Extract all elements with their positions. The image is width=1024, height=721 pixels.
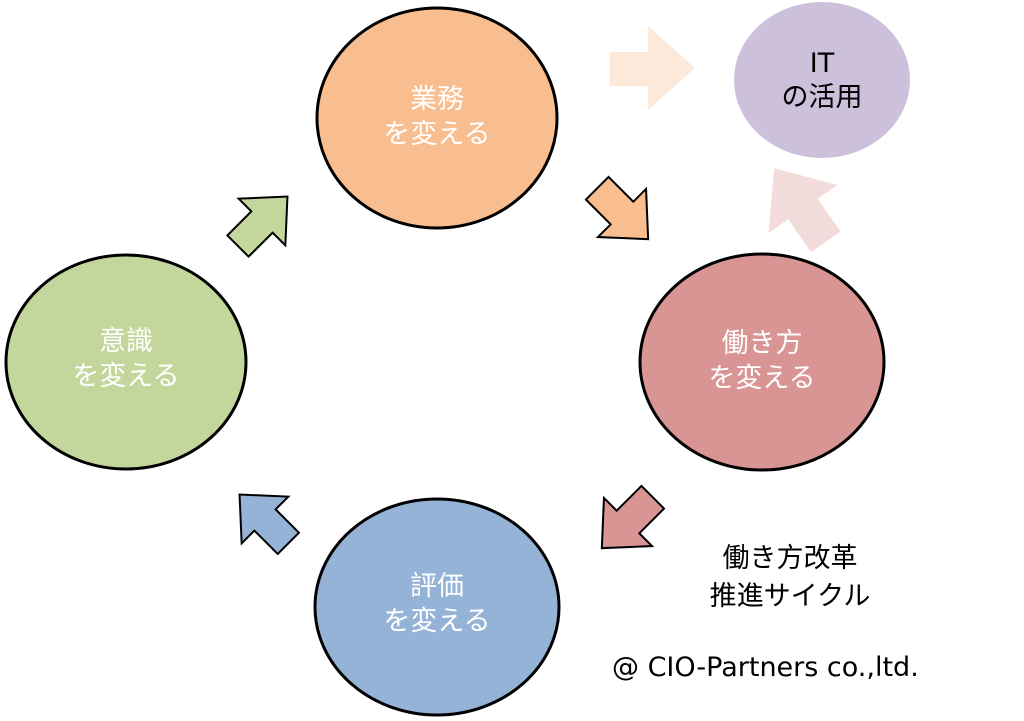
node-mind-label-1: 意識 [99, 326, 153, 357]
cycle-caption-line-1: 働き方改革 [722, 543, 858, 574]
copyright-text: @ CIO-Partners co.,ltd. [612, 652, 919, 683]
node-mind [4, 253, 248, 471]
node-work-label-1: 業務 [410, 84, 464, 115]
node-work [315, 6, 559, 230]
node-it [734, 2, 910, 158]
node-mind-label-2: を変える [72, 361, 179, 392]
node-eval [313, 497, 561, 717]
arrow-eval-to-mind [238, 493, 301, 556]
arrow-mind-to-work [225, 195, 289, 259]
arrow-style-to-eval [600, 484, 666, 550]
node-style [638, 252, 886, 472]
node-style-label-1: 働き方 [722, 328, 803, 359]
node-eval-label-1: 評価 [410, 571, 464, 602]
cycle-caption-line-2: 推進サイクル [709, 581, 871, 612]
node-it-label-1: IT [810, 48, 835, 79]
node-work-label-2: を変える [383, 119, 490, 150]
node-it-label-2: の活用 [782, 82, 863, 113]
cycle-caption: 働き方改革 推進サイクル [690, 540, 890, 616]
arrow-work-to-it [610, 26, 695, 110]
arrow-style-to-it [768, 168, 841, 253]
node-style-label-2: を変える [708, 363, 815, 394]
arrow-work-to-style [584, 175, 650, 241]
node-eval-label-2: を変える [383, 606, 490, 637]
